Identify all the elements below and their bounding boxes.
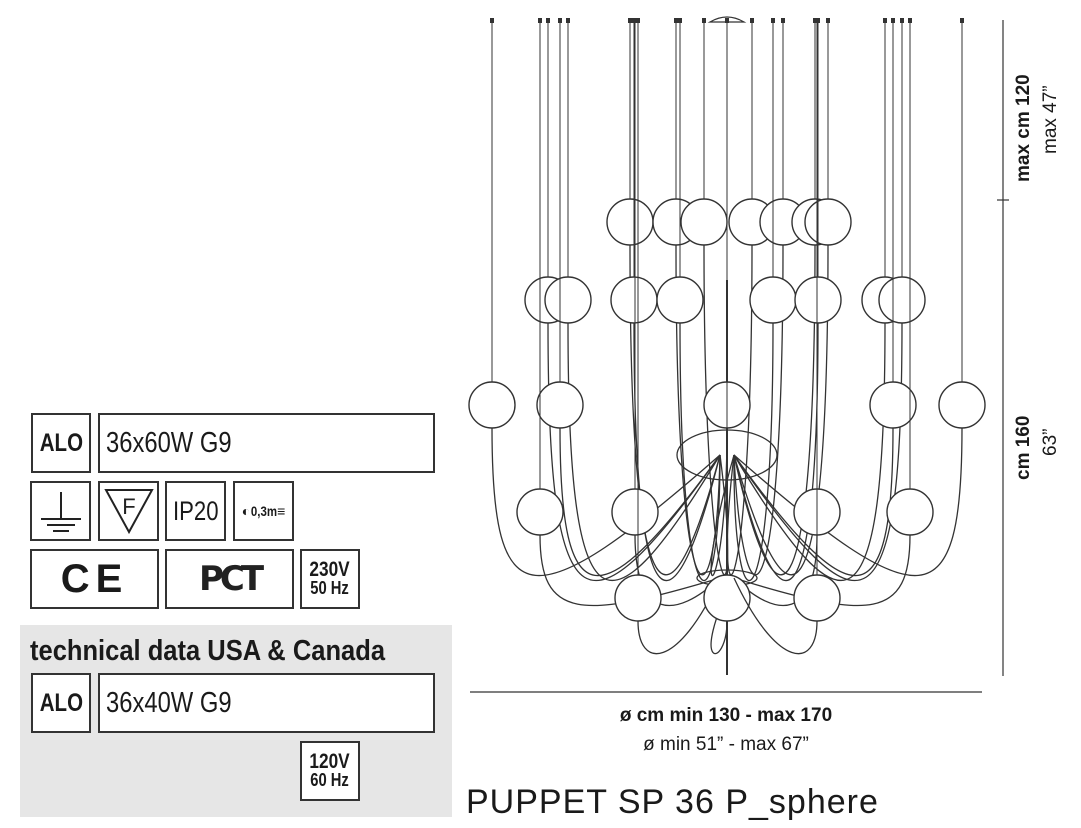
usa-bulbs-spec: 36x40W G9 [106,686,232,719]
glass-sphere [869,381,917,429]
lamp-arm [733,244,829,576]
glass-sphere [606,198,654,246]
light-rays-icon: ≡ [277,503,286,519]
height-top-in: max 47” [1040,85,1061,154]
f-mark-icon: F [98,481,159,541]
ip-rating-box: IP20 [165,481,226,541]
voltage-box: 230V 50 Hz [300,549,360,609]
glass-sphere [938,381,986,429]
glass-sphere [656,276,704,324]
glass-sphere [886,488,934,536]
usa-frequency: 60 Hz [310,770,350,790]
usa-voltage: 120V [309,750,351,773]
min-distance-box: ◐0,3m≡ [233,481,294,541]
lamp-arm [633,322,721,581]
lamp-arm [726,244,753,576]
product-name: PUPPET SP 36 P_sphere [466,783,879,821]
glass-sphere [611,488,659,536]
cable-clamp [678,18,682,23]
cable-clamp [538,18,542,23]
ip-rating: IP20 [172,495,219,526]
cable-clamp [781,18,785,23]
glass-sphere [468,381,516,429]
glass-sphere [536,381,584,429]
lamp-arm [547,322,721,582]
glass-sphere [793,574,841,622]
lamp-arm [539,534,721,607]
glass-sphere [749,276,797,324]
cable-clamp [815,18,819,23]
glass-sphere [804,198,852,246]
usa-voltage-box: 120V 60 Hz [300,741,360,801]
height-body-cm: cm 160 [1013,415,1034,480]
usa-lamp-type-box: ALO [31,673,91,733]
cable-clamp [636,18,640,23]
pct-mark-box: PCT [165,549,294,609]
glass-sphere [680,198,728,246]
glass-sphere [516,488,564,536]
pct-mark-icon: PCT [198,559,264,599]
glass-sphere [614,574,662,622]
min-distance: 0,3m [251,503,278,519]
lamp-type: ALO [39,428,83,457]
cable-clamp [702,18,706,23]
lamp-arm [733,322,903,582]
cable-clamp [725,18,729,23]
lamp-arm [567,322,721,581]
ce-mark-icon: CE [60,556,129,601]
cable-clamp [908,18,912,23]
usa-lamp-type: ALO [39,688,83,717]
cable-clamp [566,18,570,23]
lamp-arm [733,322,819,581]
glass-sphere [794,276,842,324]
cable-clamp [960,18,964,23]
cable-clamp [546,18,550,23]
bulbs-spec: 36x60W G9 [106,426,232,459]
glass-sphere [878,276,926,324]
usa-bulbs-box: 36x40W G9 [98,673,435,733]
lamp-arm [733,322,774,581]
frequency: 50 Hz [310,578,350,598]
lamp-arm [710,427,735,577]
cable-clamp [826,18,830,23]
glass-sphere [703,574,751,622]
glass-sphere [544,276,592,324]
bulbs-box: 36x60W G9 [98,413,435,473]
cable-clamp [558,18,562,23]
lamp-arm [733,534,911,607]
cable-clamp [628,18,632,23]
cable-clamp [771,18,775,23]
cable-clamp [633,18,637,23]
lamp-arm [629,244,721,576]
cable-clamp [490,18,494,23]
cable-clamp [750,18,754,23]
svg-text:F: F [122,494,135,519]
glass-sphere [610,276,658,324]
earth-ground-icon [30,481,91,541]
cable-clamp [674,18,678,23]
cable-clamp [883,18,887,23]
cable-clamp [891,18,895,23]
lamp-type-box: ALO [31,413,91,473]
voltage: 230V [309,558,351,581]
diameter-cm: ø cm min 130 - max 170 [619,705,833,726]
lamp-arm [733,322,886,581]
lamp-arm [733,577,818,655]
lamp-arm [559,427,721,577]
height-top-cm: max cm 120 [1013,74,1034,182]
usa-heading: technical data USA & Canada [30,635,386,667]
cable-clamp [900,18,904,23]
diameter-in: ø min 51” - max 67” [643,734,809,755]
lamp-arm [733,427,894,577]
lamp-arm [733,244,784,576]
ce-mark-box: CE [30,549,159,609]
lamp-arm [733,244,816,576]
height-body-in: 63” [1040,428,1061,456]
